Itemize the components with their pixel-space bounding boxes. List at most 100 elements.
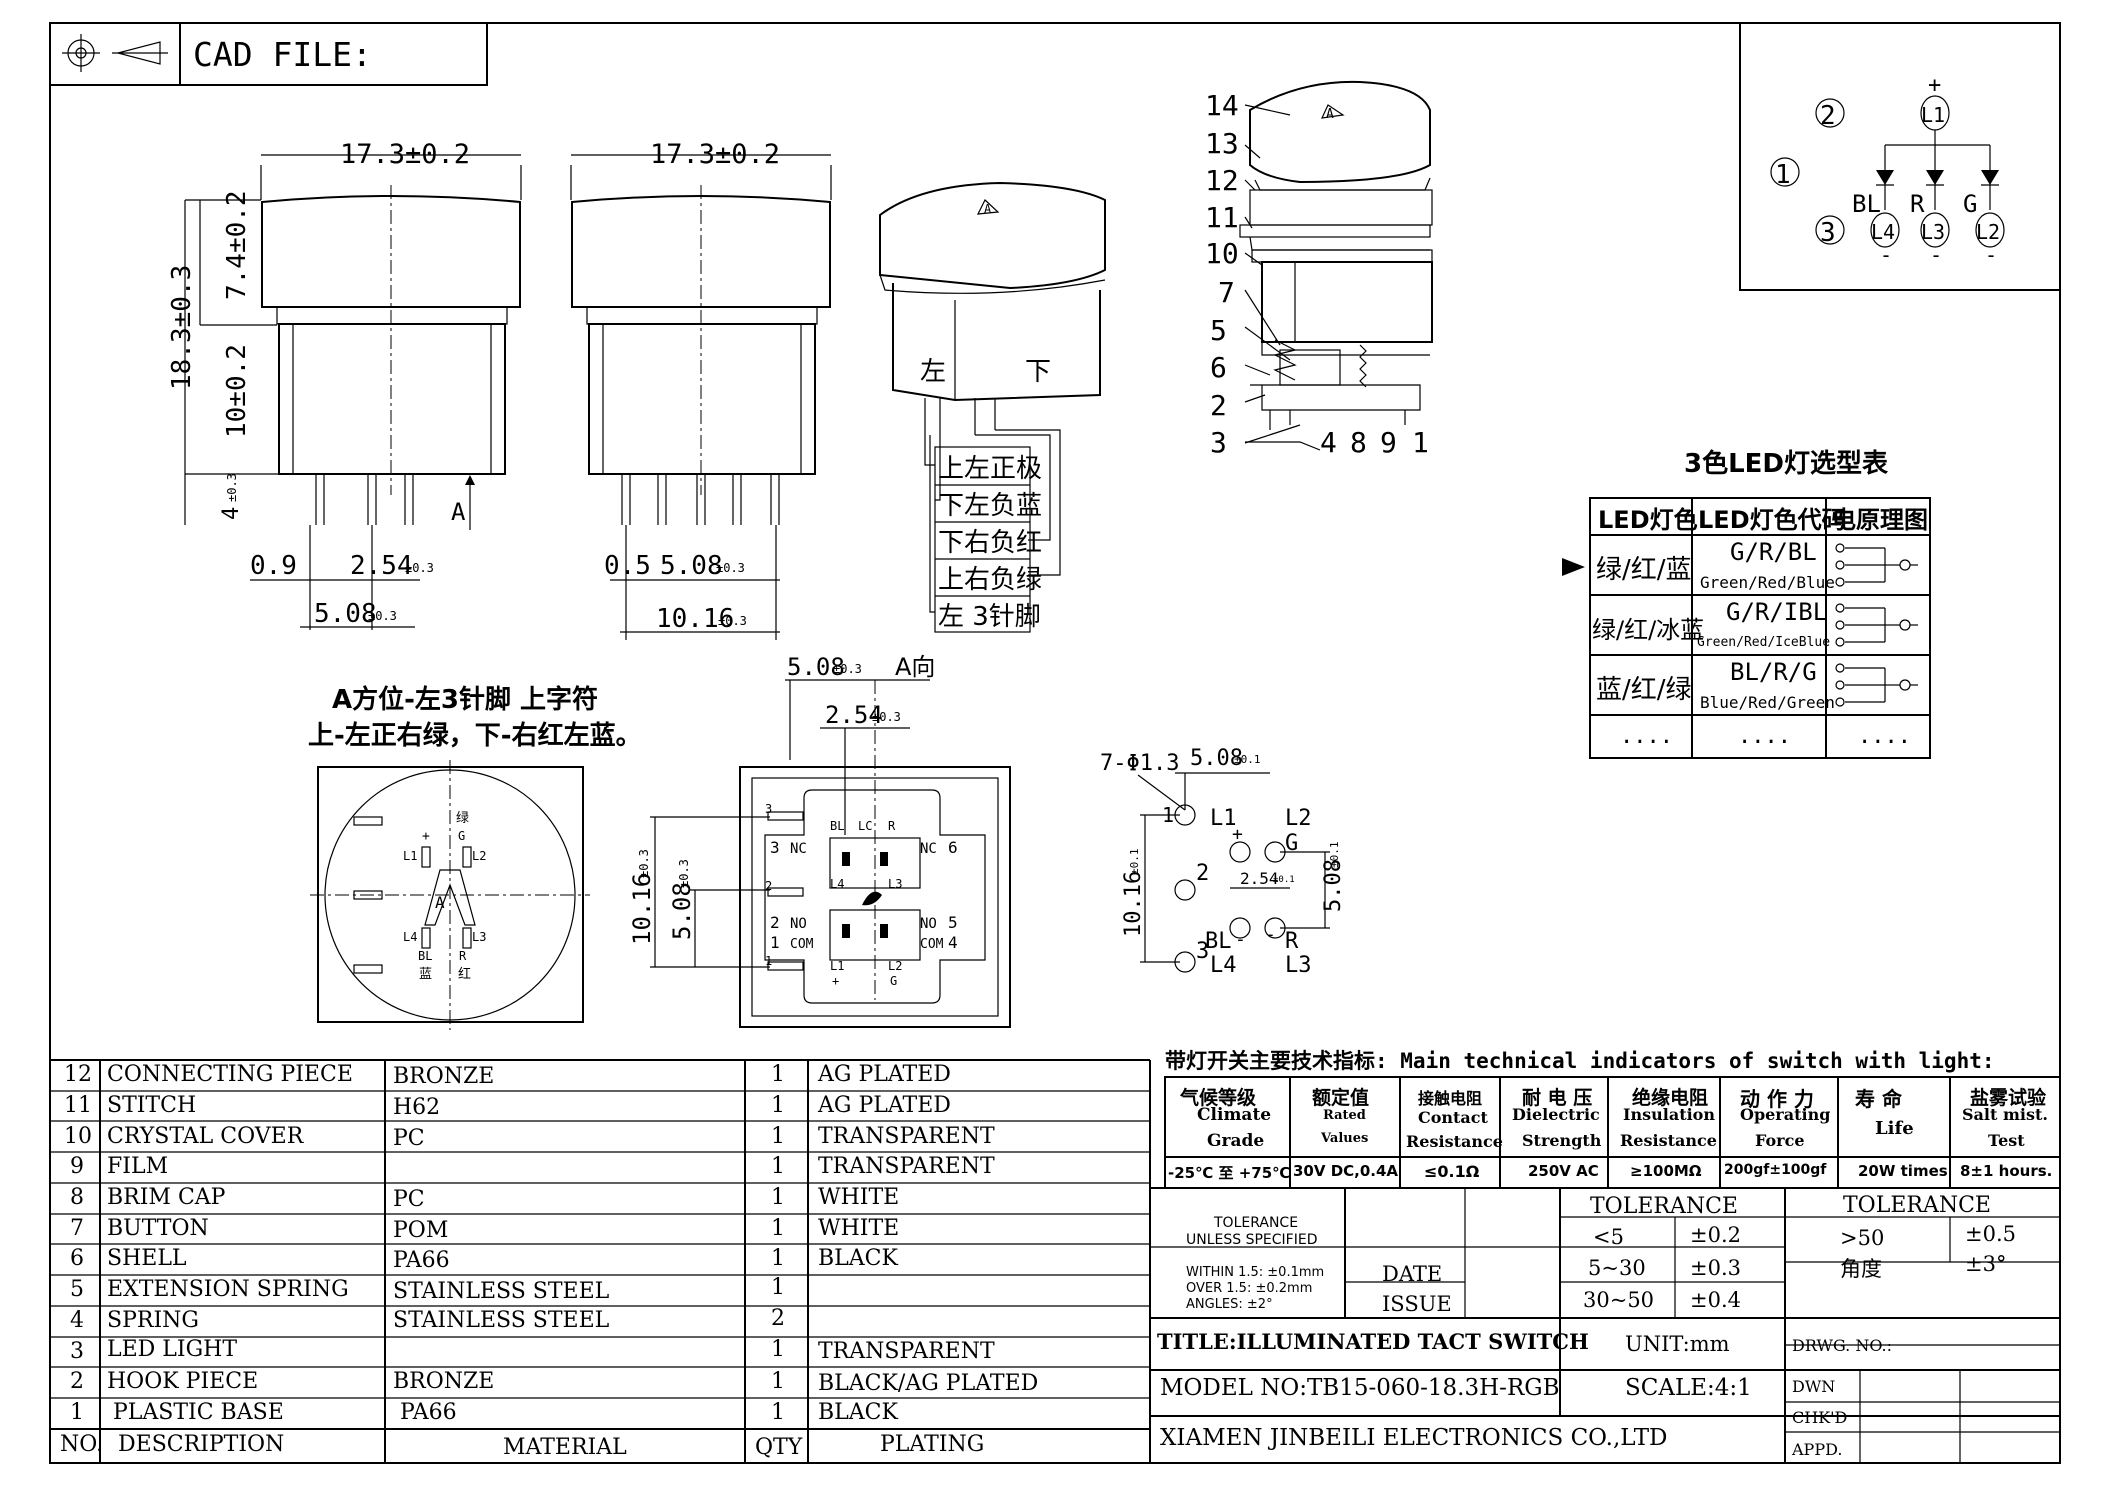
tech-col1-val: -25℃ 至 +75℃ xyxy=(1168,1164,1291,1182)
led-header-code: LED灯色代码 xyxy=(1698,506,1846,534)
tech-col8-en1: Salt mist. xyxy=(1962,1105,2048,1124)
pcb-l4: L4 xyxy=(1210,953,1237,978)
bom-qty: 1 xyxy=(771,1093,785,1118)
bom-plating: TRANSPARENT xyxy=(818,1124,995,1149)
bom-no: 10 xyxy=(64,1124,92,1149)
tech-col4-cn: 耐 电 压 xyxy=(1522,1087,1593,1109)
fp-mid-tol: ±0.3 xyxy=(872,710,901,724)
mini-schematic-2 xyxy=(1835,603,1918,647)
tb-dwn: DWN xyxy=(1792,1377,1836,1396)
part-6-label: 6 xyxy=(1210,351,1227,384)
orient-l1: L1 xyxy=(403,849,417,863)
pcb-l2: L2 xyxy=(1285,806,1312,831)
fp-bl: BL xyxy=(830,819,844,833)
tb-over: OVER 1.5: ±0.2mm xyxy=(1186,1281,1313,1296)
tech-col6-en1: Operating xyxy=(1740,1105,1831,1124)
pcb-minus-1: - xyxy=(1235,929,1246,950)
tb-chkd: CHK'D xyxy=(1792,1408,1848,1427)
bom-desc: HOOK PIECE xyxy=(107,1369,259,1394)
fp-nc-left: NC xyxy=(790,841,807,857)
tech-col1-cn: 气候等级 xyxy=(1180,1087,1257,1109)
tech-col4-en1: Dielectric xyxy=(1512,1105,1600,1124)
bom-qty: 1 xyxy=(771,1369,785,1394)
pcb-v1016-tol: ±0.1 xyxy=(1128,849,1141,876)
bom-no: 4 xyxy=(70,1308,84,1333)
bom-mat: STAINLESS STEEL xyxy=(393,1279,610,1304)
orientation-view: A方位-左3针脚 上字符 上-左正右绿，下-右红左蓝。 + 绿 G L1 L2 … xyxy=(308,684,642,1030)
schem-l3: L3 xyxy=(1921,220,1945,244)
mini-schematic-1 xyxy=(1835,543,1918,587)
perspective-down-label: 下 xyxy=(1025,357,1051,387)
front-view-right: 17.3±0.2 0.5 5.08 ±0.3 10.16 ±0.3 xyxy=(570,139,832,640)
tb-r530: 5~30 xyxy=(1588,1256,1646,1280)
bom-mat: POM xyxy=(393,1218,449,1243)
bom-mat: STAINLESS STEEL xyxy=(393,1308,610,1333)
orient-l2: L2 xyxy=(472,849,486,863)
bom-header-mat: MATERIAL xyxy=(503,1435,627,1460)
dim-1016: 10.16 xyxy=(656,604,734,634)
bom-desc: BUTTON xyxy=(107,1216,209,1241)
bom-qty: 1 xyxy=(771,1337,785,1362)
led-row1-color: 绿/红/蓝 xyxy=(1596,555,1692,585)
dim-508a-tol: ±0.3 xyxy=(368,609,397,623)
exploded-view: A 14 13 12 11 10 7 5 6 2 3 4 8 9 xyxy=(1205,80,1433,459)
bom-no: 8 xyxy=(70,1185,84,1210)
pcb-plus: + xyxy=(1232,824,1243,845)
tb-date: DATE xyxy=(1382,1262,1443,1286)
dim-1016-tol: ±0.3 xyxy=(718,614,747,628)
cad-file-label: CAD FILE: xyxy=(193,35,372,74)
bom-no: 2 xyxy=(70,1369,84,1394)
bom-qty: 1 xyxy=(771,1062,785,1087)
bom-mat: BRONZE xyxy=(393,1369,495,1394)
bom-plating: WHITE xyxy=(818,1185,900,1210)
dim-width-1: 17.3±0.2 xyxy=(340,139,470,170)
led-row4-color: .... xyxy=(1620,724,1673,749)
fp-pin-1: 1 xyxy=(765,954,772,968)
bom-desc: BRIM CAP xyxy=(107,1185,226,1210)
orient-cap-letter: A xyxy=(435,893,445,912)
bom-table xyxy=(50,1059,1151,1463)
tb-tolerance-1: TOLERANCE xyxy=(1590,1194,1738,1219)
fp-g: G xyxy=(890,974,897,988)
schem-r: R xyxy=(1910,190,1925,218)
orient-green-cn: 绿 xyxy=(456,811,469,826)
tech-col5-en2: Resistance xyxy=(1620,1131,1717,1150)
bom-desc: SHELL xyxy=(107,1246,187,1271)
perspective-left-label: 左 xyxy=(920,357,946,387)
orient-g: G xyxy=(458,829,465,843)
fp-pin-2: 2 xyxy=(765,879,772,893)
pin-label-1: 上左正极 xyxy=(938,454,1042,484)
tech-col4-val: 250V AC xyxy=(1528,1162,1599,1180)
fp-plus: + xyxy=(832,974,839,988)
tech-col2-en1: Rated xyxy=(1323,1108,1366,1123)
bom-header-qty: QTY xyxy=(755,1435,803,1460)
bom-plating: BLACK/AG PLATED xyxy=(818,1371,1039,1396)
part-9-label: 9 xyxy=(1380,426,1397,459)
orient-red-cn: 红 xyxy=(458,966,471,982)
dim-254-tol: ±0.3 xyxy=(405,561,434,575)
bom-plating: AG PLATED xyxy=(818,1062,951,1087)
pcb-v508-tol: ±0.1 xyxy=(1328,842,1341,869)
orient-r: R xyxy=(459,949,467,963)
tb-scale: SCALE:4:1 xyxy=(1625,1375,1752,1401)
fp-pin-1b: 1 xyxy=(770,933,780,952)
orient-l3: L3 xyxy=(472,930,486,944)
pcb-l1: L1 xyxy=(1210,806,1237,831)
bom-no: 6 xyxy=(70,1246,84,1271)
part-14-label: 14 xyxy=(1205,89,1239,122)
tb-tol-unless-1: TOLERANCE xyxy=(1214,1215,1299,1231)
orient-blue-cn: 蓝 xyxy=(419,967,432,982)
bom-qty: 1 xyxy=(771,1246,785,1271)
tb-title: TITLE:ILLUMINATED TACT SWITCH xyxy=(1157,1329,1589,1354)
fp-a-direction: A向 xyxy=(895,653,935,681)
part-4-label: 4 xyxy=(1320,426,1337,459)
bom-desc: LED LIGHT xyxy=(107,1337,238,1362)
front-view-left: 17.3±0.2 18.3±0.3 7.4±0.2 10±0.2 4 ±0.3 … xyxy=(167,139,522,630)
bom-mat: BRONZE xyxy=(393,1064,495,1089)
pcb-v1016: 10.16 xyxy=(1121,871,1146,937)
pcb-n2: 2 xyxy=(1196,861,1209,886)
pcb-hole-note: 7-Φ1.3 xyxy=(1100,751,1179,776)
led-table: 3色LED灯选型表 LED灯色 LED灯色代码 电原理图 绿/红/蓝 G/R/B… xyxy=(1562,448,1931,759)
pin-label-2: 下左负蓝 xyxy=(938,491,1042,521)
